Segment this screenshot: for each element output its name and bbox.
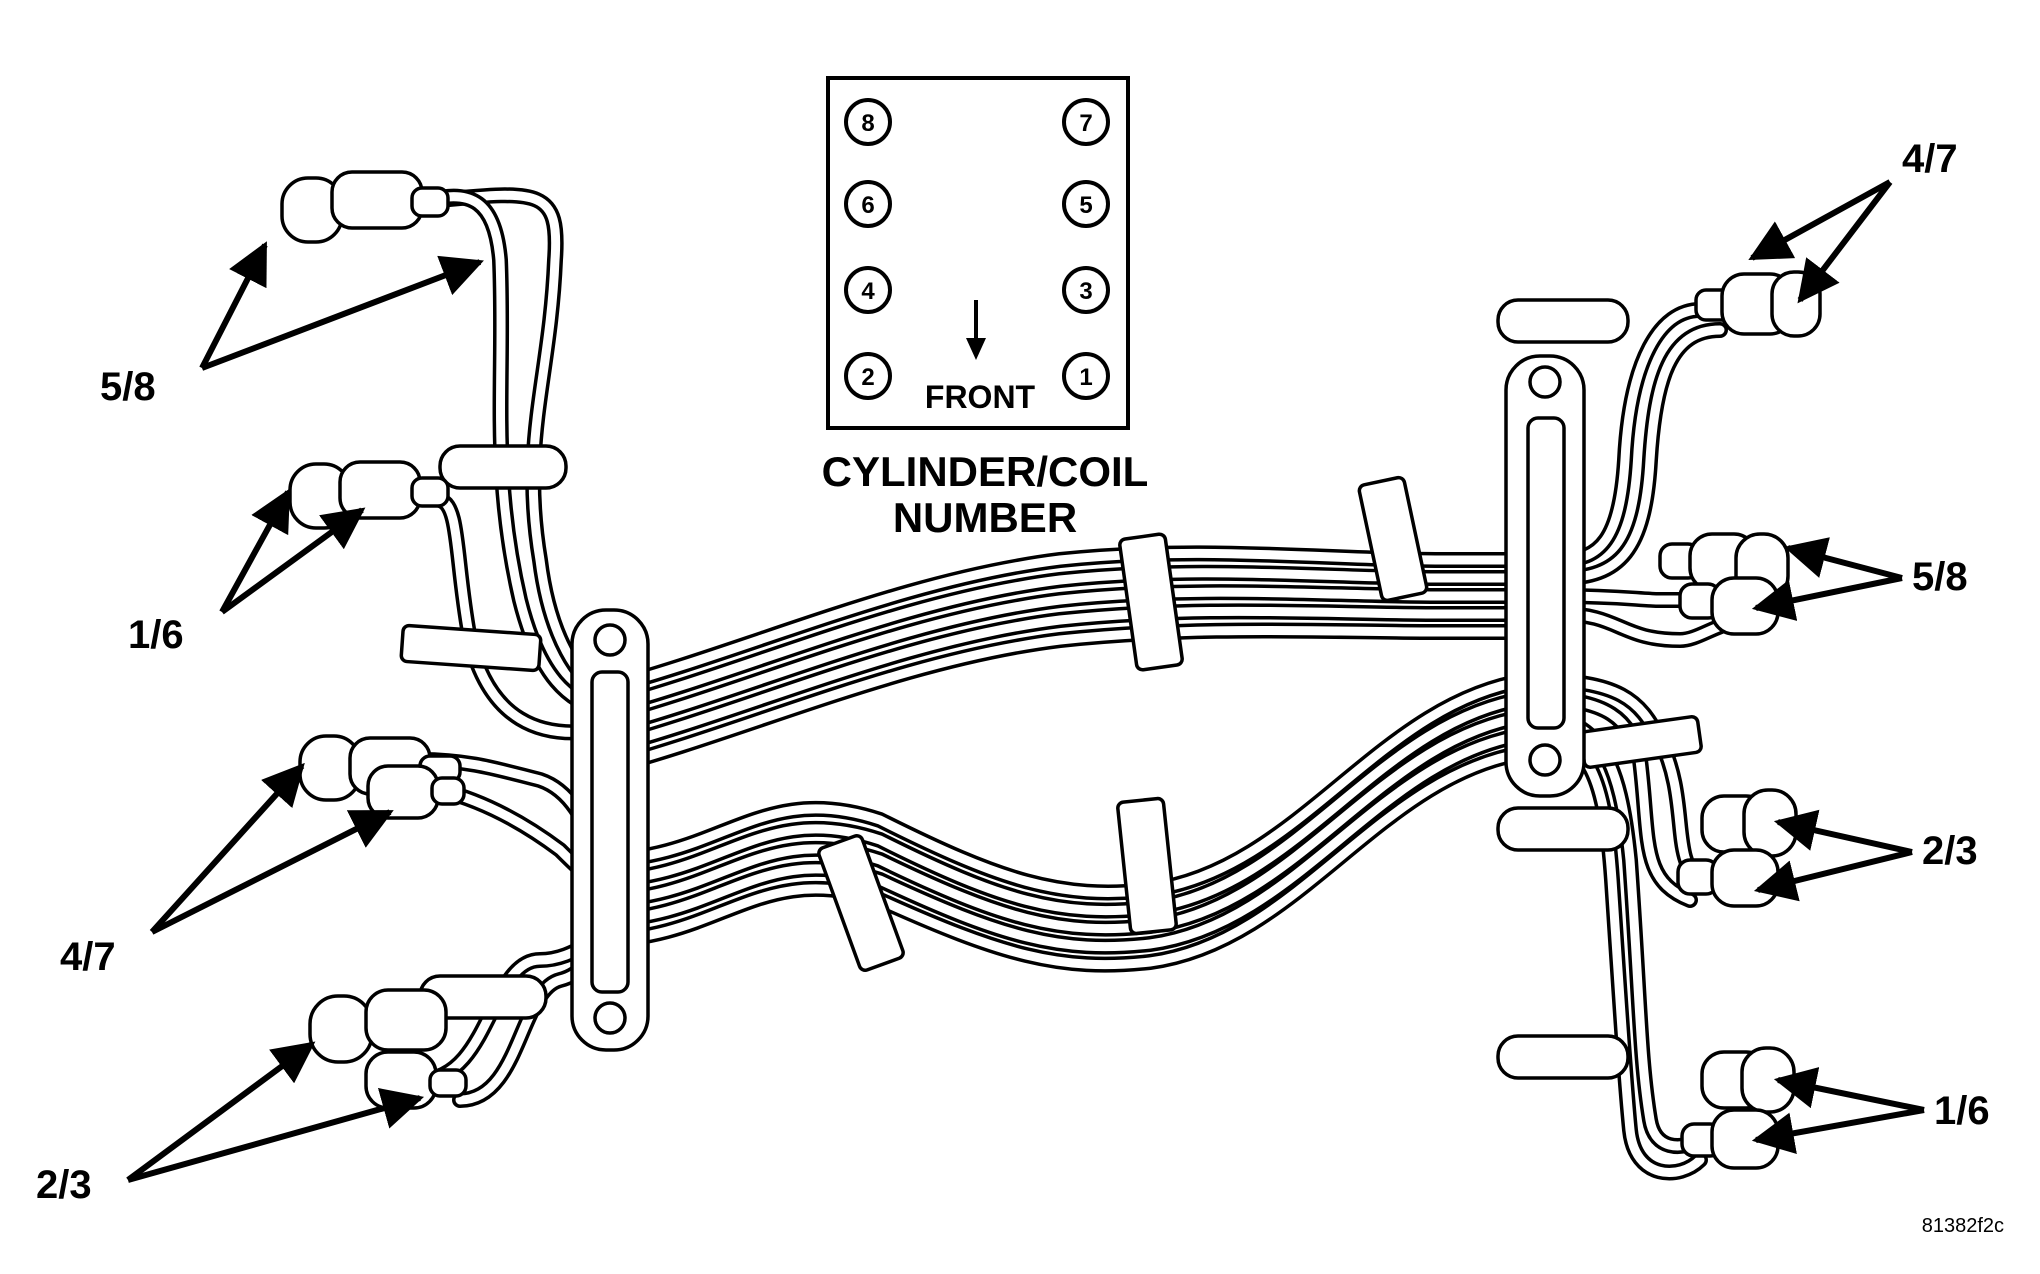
cylinder-4: 4 bbox=[844, 266, 892, 314]
left-label-1-6: 1/6 bbox=[128, 613, 184, 657]
mounting-studs bbox=[418, 298, 1630, 1080]
wire-clamp bbox=[1118, 532, 1184, 672]
cylinder-6-label: 6 bbox=[861, 192, 874, 219]
mounting-stud bbox=[1496, 1034, 1630, 1080]
coil-boot bbox=[1700, 788, 1798, 858]
callout-right-4-7 bbox=[1748, 179, 1893, 304]
coil-boot bbox=[308, 988, 448, 1064]
figure-code: 81382f2c bbox=[1922, 1215, 2004, 1237]
callout-left-5-8 bbox=[199, 241, 484, 371]
mounting-stud bbox=[1496, 806, 1630, 852]
front-label: FRONT bbox=[925, 379, 1036, 415]
cylinder-1-label: 1 bbox=[1079, 364, 1092, 391]
right-label-1-6: 1/6 bbox=[1934, 1089, 1990, 1133]
wire-clamp bbox=[817, 833, 905, 973]
right-support-bracket bbox=[1504, 354, 1586, 798]
callout-right-1-6 bbox=[1751, 1067, 1925, 1155]
left-label-4-7: 4/7 bbox=[60, 935, 116, 979]
callout-right-2-3 bbox=[1753, 809, 1913, 902]
coil-boot bbox=[288, 460, 450, 530]
bundle-clamps bbox=[399, 475, 1703, 973]
front-arrow-icon bbox=[966, 300, 986, 360]
cylinder-legend: 8 7 6 5 4 3 2 1 bbox=[826, 76, 1130, 430]
lower-wire-bundle bbox=[592, 672, 1538, 973]
callout-right-5-8 bbox=[1751, 537, 1903, 621]
left-support-bracket bbox=[570, 608, 650, 1052]
right-label-5-8: 5/8 bbox=[1912, 555, 1968, 599]
cylinder-8: 8 bbox=[844, 98, 892, 146]
cylinder-3-label: 3 bbox=[1079, 278, 1092, 305]
coil-boot bbox=[280, 170, 450, 244]
callout-left-2-3 bbox=[126, 1041, 425, 1183]
cylinder-4-label: 4 bbox=[861, 278, 875, 305]
right-label-4-7: 4/7 bbox=[1902, 137, 1958, 181]
wire-clamp bbox=[1579, 714, 1703, 770]
right-label-2-3: 2/3 bbox=[1922, 829, 1978, 873]
left-label-2-3: 2/3 bbox=[36, 1163, 92, 1207]
coil-boot bbox=[1694, 270, 1822, 338]
left-label-5-8: 5/8 bbox=[100, 365, 156, 409]
cylinder-8-label: 8 bbox=[861, 110, 874, 137]
legend-caption-line2: NUMBER bbox=[893, 494, 1077, 541]
cylinder-5: 5 bbox=[1062, 180, 1110, 228]
cylinder-1: 1 bbox=[1062, 352, 1110, 400]
cylinder-2-label: 2 bbox=[861, 364, 874, 391]
cylinder-3: 3 bbox=[1062, 266, 1110, 314]
callout-left-4-7 bbox=[149, 762, 394, 935]
cylinder-7-label: 7 bbox=[1079, 110, 1092, 137]
cylinder-7: 7 bbox=[1062, 98, 1110, 146]
cylinder-6: 6 bbox=[844, 180, 892, 228]
mounting-stud bbox=[438, 444, 568, 490]
mounting-stud bbox=[1496, 298, 1630, 344]
wire-clamp bbox=[1357, 475, 1429, 603]
callout-arrows bbox=[126, 179, 1925, 1183]
legend-caption-line1: CYLINDER/COIL bbox=[822, 448, 1149, 495]
wire-clamp bbox=[399, 623, 543, 673]
wire-clamp bbox=[1116, 796, 1178, 936]
coil-boot bbox=[366, 764, 466, 820]
ignition-wire-harness bbox=[280, 170, 1822, 1181]
callout-left-1-6 bbox=[219, 488, 366, 615]
cylinder-5-label: 5 bbox=[1079, 192, 1092, 219]
cylinder-2: 2 bbox=[844, 352, 892, 400]
